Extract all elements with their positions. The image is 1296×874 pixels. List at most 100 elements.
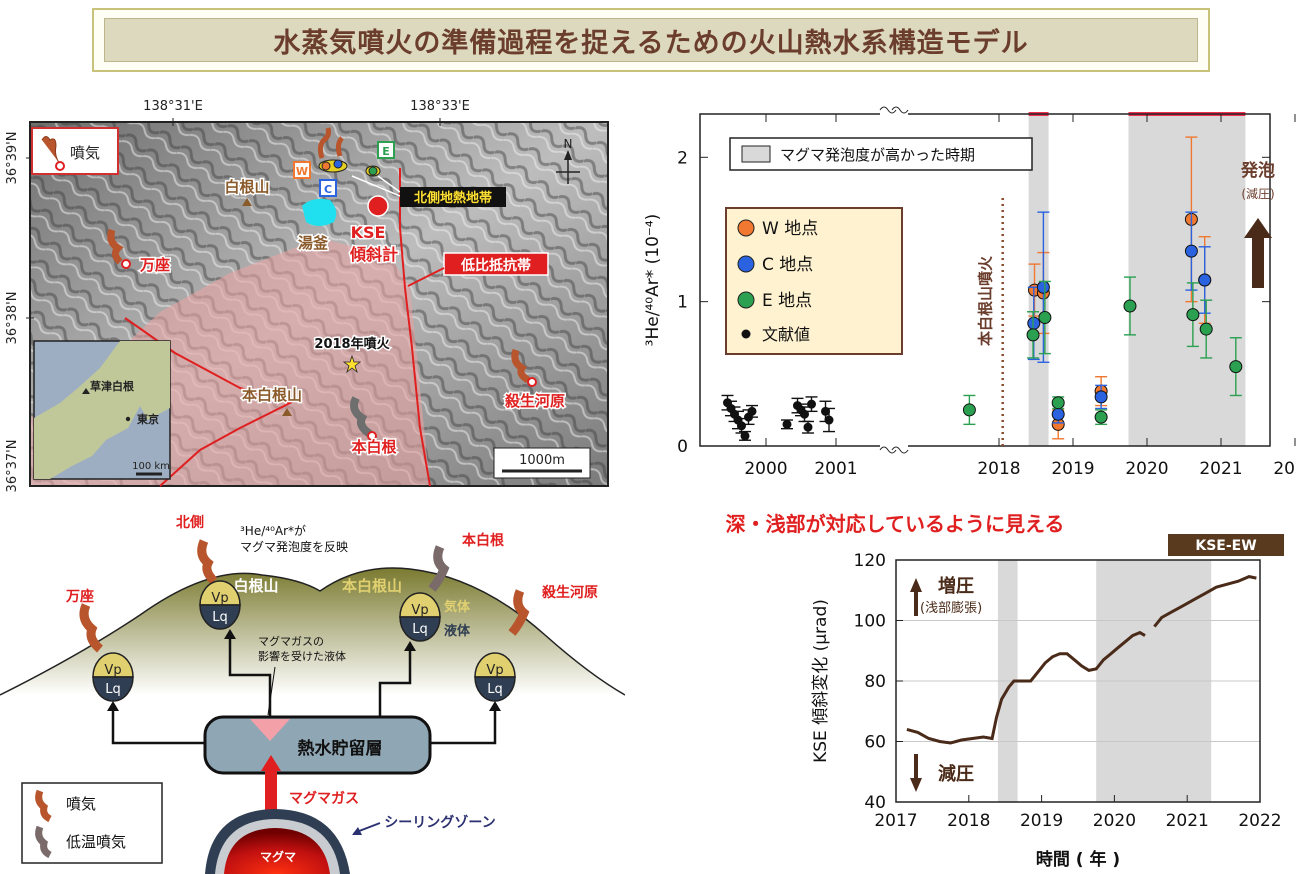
svg-text:減圧: 減圧 xyxy=(938,763,974,785)
north-geothermal-callout xyxy=(400,187,506,207)
gas-ytick-2: 2 xyxy=(677,148,688,168)
plume-honshirane-icon xyxy=(428,545,450,592)
magma-label: マグマ xyxy=(260,849,296,864)
svg-text:Lq: Lq xyxy=(212,610,228,625)
model-note-line1: ³He/⁴⁰Ar*が xyxy=(240,523,306,538)
tilt-chart-ylabel: KSE 傾斜変化 (μrad) xyxy=(811,599,831,763)
svg-text:100 km: 100 km xyxy=(132,461,170,472)
title-banner: 水蒸気噴火の準備過程を捉えるための火山熱水系構造モデル xyxy=(92,8,1210,72)
tilt-xtick-0: 2017 xyxy=(874,811,917,831)
model-note-line2: マグマ発泡度を反映 xyxy=(240,539,348,554)
low-resistivity-label: 低比抵抗帯 xyxy=(460,257,531,274)
gas-label: 気体 xyxy=(444,599,471,615)
lon-label-left: 138°31'E xyxy=(143,99,203,114)
magma-fluid-line1: マグマガスの xyxy=(258,634,324,648)
place-honshirane: 本白根 xyxy=(351,438,396,456)
kse-label: KSE xyxy=(351,223,386,242)
shaded-period-0 xyxy=(1028,114,1049,446)
point-s2-5 xyxy=(1123,276,1137,336)
map-panel: 138°31'E 138°33'E 36°39'N 36°38'N 36°37'… xyxy=(5,99,609,492)
svg-text:1000m: 1000m xyxy=(519,453,565,468)
point-s2-8 xyxy=(1229,337,1243,397)
model-label-sessho: 殺生河原 xyxy=(541,584,598,601)
lat-label-top: 36°39'N xyxy=(5,132,20,185)
tilt-annotations: 増圧 (浅部膨張) 減圧 xyxy=(910,575,982,792)
shaded-period-1 xyxy=(1128,114,1246,446)
gas-ytick-1: 1 xyxy=(677,293,688,313)
svg-text:Lq: Lq xyxy=(487,682,503,697)
point-s2-3 xyxy=(1051,396,1065,410)
tilt-series-line-2 xyxy=(1153,575,1257,628)
svg-text:Lq: Lq xyxy=(105,682,121,697)
legend-fumarole-icon xyxy=(35,789,52,823)
vent-manza: Vp Lq xyxy=(92,652,134,702)
point-s3-15 xyxy=(823,407,835,433)
gas-chart-frame xyxy=(699,113,1271,447)
svg-text:Vp: Vp xyxy=(211,591,228,606)
point-s3-13 xyxy=(805,396,818,413)
svg-text:N: N xyxy=(564,137,573,151)
north-geothermal-label: 北側地熱地帯 xyxy=(414,190,492,206)
reservoir-label: 熱水貯留層 xyxy=(298,738,383,759)
map-legend-label: 噴気 xyxy=(70,144,100,162)
point-s1-4 xyxy=(1184,211,1198,291)
boundary-line-east xyxy=(399,168,431,487)
magma-gas-label: マグマガス xyxy=(289,790,359,807)
point-s1-1 xyxy=(1036,211,1050,363)
gas-xtick-3: 2019 xyxy=(1051,459,1094,479)
site-w-label: W xyxy=(296,165,308,178)
decompression-label: (減圧) xyxy=(1241,186,1274,201)
place-yugama: 湯釜 xyxy=(298,234,329,252)
model-label-honshirane: 本白根 xyxy=(462,532,505,549)
legend-entry-1: C 地点 xyxy=(762,255,813,275)
magma-chamber xyxy=(224,828,330,874)
gas-xtick-4: 2020 xyxy=(1125,459,1168,479)
point-s1-0 xyxy=(1027,286,1041,361)
point-s1-5 xyxy=(1198,246,1212,314)
place-shiranesan: 白根山 xyxy=(224,178,269,196)
svg-text:Lq: Lq xyxy=(412,622,428,637)
point-s2-6 xyxy=(1186,282,1200,348)
tilt-xtick-4: 2021 xyxy=(1166,811,1209,831)
gas-xtick-5: 2021 xyxy=(1199,459,1242,479)
point-s3-7 xyxy=(746,404,758,418)
legend-fumarole-label: 噴気 xyxy=(66,795,96,813)
foaming-up-arrow-icon xyxy=(1244,218,1272,288)
tilt-ytick-2: 80 xyxy=(864,672,886,692)
legend-low-temp-icon xyxy=(35,825,52,859)
kse-tiltmeter-marker xyxy=(367,195,389,217)
yugama-crater-lake xyxy=(302,198,337,226)
fumarole-sites: W C E xyxy=(293,127,395,197)
point-s3-8 xyxy=(781,419,793,430)
series-legend: W 地点 C 地点 E 地点 文献値 xyxy=(725,207,903,355)
title-panel: 水蒸気噴火の準備過程を捉えるための火山熱水系構造モデル xyxy=(104,18,1198,62)
plume-manza-icon xyxy=(79,603,104,653)
svg-text:マグマ発泡度が高かった時期: マグマ発泡度が高かった時期 xyxy=(780,146,975,164)
tilt-xtick-1: 2018 xyxy=(947,811,990,831)
point-s2-1 xyxy=(1026,311,1040,359)
map-legend: 噴気 xyxy=(31,127,119,175)
point-s3-5 xyxy=(739,430,751,441)
plume-north-icon xyxy=(197,539,218,585)
model-legend: 噴気 低温噴気 xyxy=(21,782,163,864)
point-s3-12 xyxy=(802,420,814,434)
place-motoshirane: 本白根山 xyxy=(242,386,302,404)
correspondence-note: 深・浅部が対応しているように見える xyxy=(725,512,1065,536)
gas-xtick-0: 2000 xyxy=(744,459,787,479)
lon-label-right: 138°33'E xyxy=(410,99,470,114)
gas-ratio-chart: 0122000200120182019202020212022 本白根山噴火 ³… xyxy=(643,106,1296,479)
tilt-xtick-2: 2019 xyxy=(1020,811,1063,831)
point-s2-4 xyxy=(1094,409,1108,426)
volcano-profile xyxy=(0,567,625,695)
model-label-manza: 万座 xyxy=(65,588,94,605)
tiltmeter-label: 傾斜計 xyxy=(349,245,398,264)
gas-xtick-1: 2001 xyxy=(814,459,857,479)
legend-entry-2: E 地点 xyxy=(762,291,812,311)
shaded-period-legend: マグマ発泡度が高かった時期 xyxy=(729,137,1033,171)
inset-map: 草津白根 東京 100 km xyxy=(33,340,171,480)
model-label-north: 北側 xyxy=(176,514,204,531)
plume-sessho-icon xyxy=(508,589,530,636)
legend-entry-0: W 地点 xyxy=(762,219,818,239)
kse-ew-badge xyxy=(1168,534,1284,556)
